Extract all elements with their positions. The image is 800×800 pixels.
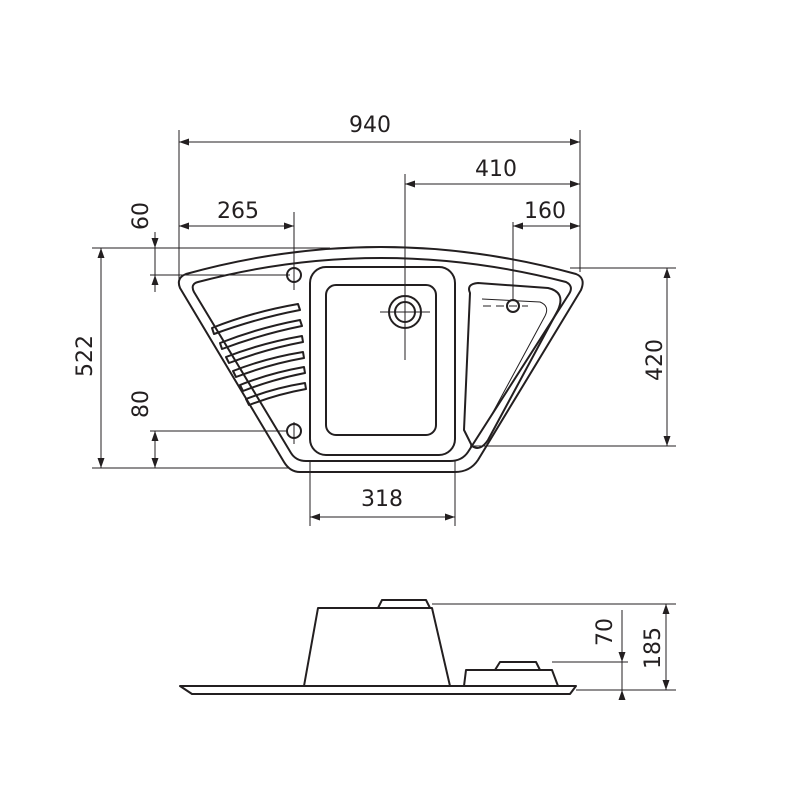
- dimension-70: 70: [593, 618, 618, 646]
- dimension-940: 940: [349, 113, 391, 138]
- dimension-410: 410: [475, 157, 517, 182]
- dimension-522: 522: [73, 335, 98, 377]
- dimension-lines: [92, 130, 676, 526]
- side-view-small-drain: [494, 661, 541, 671]
- side-view-small-bowl: [463, 669, 559, 687]
- dimension-60: 60: [129, 202, 154, 230]
- dimension-80: 80: [129, 390, 154, 418]
- small-bowl-inner: [481, 298, 548, 415]
- sink-inner-rim: [191, 257, 572, 462]
- sink-outer-rim: [177, 246, 584, 473]
- dimension-420: 420: [643, 339, 668, 381]
- side-view-drain: [377, 599, 431, 609]
- sink-top-view: [177, 246, 584, 473]
- dimension-318: 318: [361, 487, 403, 512]
- side-view-main-bowl: [303, 607, 451, 687]
- side-view-deck: [179, 685, 577, 695]
- dimension-265: 265: [217, 199, 259, 224]
- sink-side-view: [179, 599, 577, 695]
- small-bowl: [463, 282, 562, 449]
- main-bowl-inner: [325, 284, 437, 436]
- dimension-185: 185: [641, 627, 666, 669]
- dimension-160: 160: [524, 199, 566, 224]
- main-bowl-outer: [309, 266, 456, 456]
- drainer-ribs: [211, 303, 307, 406]
- side-view-dimensions: [432, 603, 676, 700]
